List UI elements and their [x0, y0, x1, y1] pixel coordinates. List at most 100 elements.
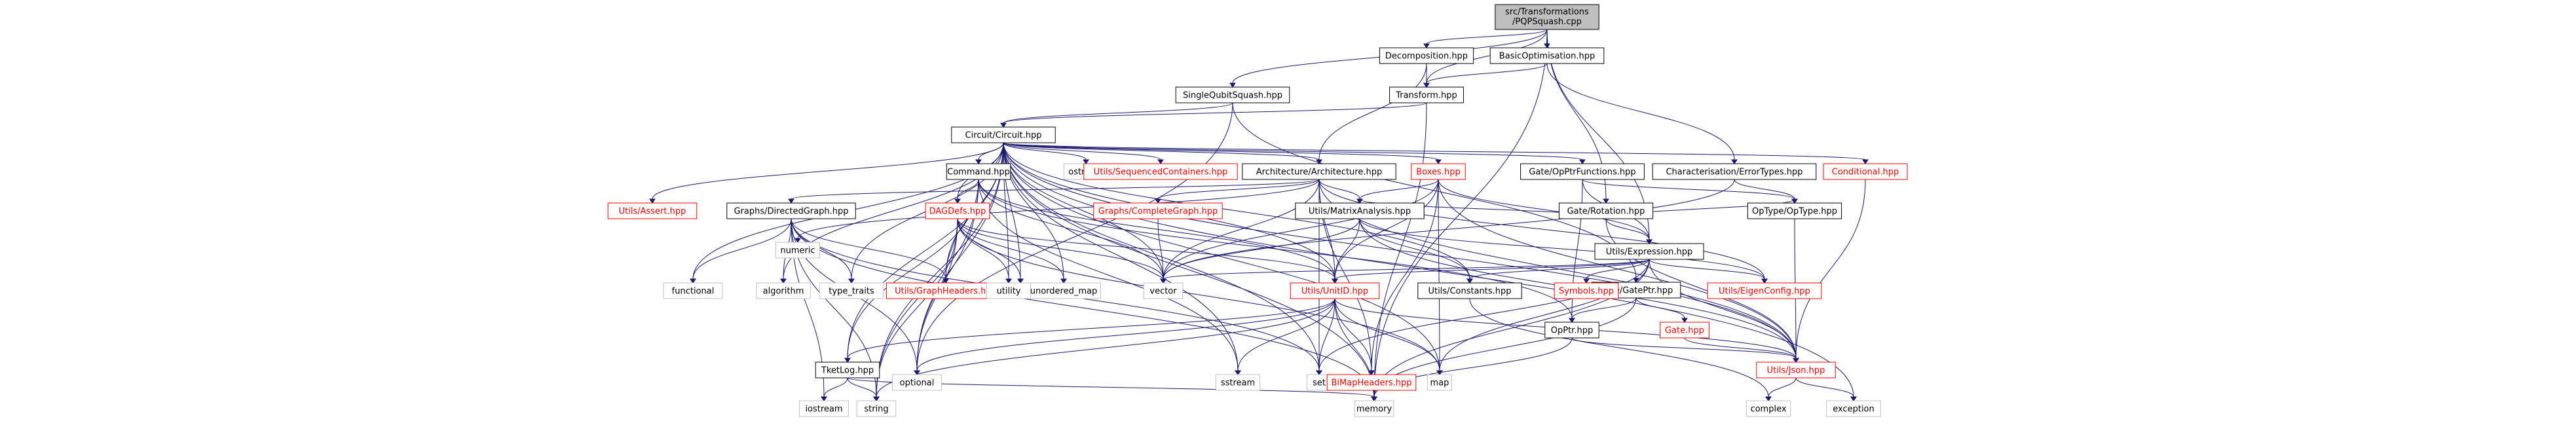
- node-label: SingleQubitSquash.hpp: [1183, 91, 1282, 101]
- dependency-edge: [1371, 102, 1427, 401]
- dependency-edge: [1635, 297, 1688, 323]
- node-label: Symbols.hpp: [1559, 287, 1614, 297]
- dependency-edge: [847, 377, 880, 401]
- dependency-edge: [1160, 179, 1320, 284]
- node-src-transformations-pqpsquash-cpp[interactable]: src/Transformations/PQPSquash.cpp: [1495, 4, 1599, 30]
- node-label: Utils/SequencedContainers.hpp: [1094, 168, 1228, 177]
- node-box: [1411, 163, 1466, 180]
- node-box: [986, 282, 1032, 299]
- dependency-edge: [1583, 259, 1650, 284]
- node-label: Transform.hpp: [1395, 91, 1457, 101]
- node-memory: memory: [1354, 400, 1394, 417]
- node-box: [1093, 202, 1223, 219]
- node-box: [1379, 47, 1474, 64]
- node-box: [819, 282, 884, 299]
- node-transform-hpp[interactable]: Transform.hpp: [1389, 86, 1464, 103]
- node-box: [726, 202, 856, 219]
- node-label: OpPtr.hpp: [1551, 326, 1593, 336]
- node-utils-eigenconfig-hpp[interactable]: Utils/EigenConfig.hpp: [1707, 282, 1822, 299]
- node-label: set: [1313, 379, 1326, 388]
- node-string: string: [856, 400, 897, 417]
- node-label: Conditional.hpp: [1832, 168, 1899, 177]
- dependency-edge: [1003, 142, 1164, 164]
- node-label: Gate/Rotation.hpp: [1567, 207, 1645, 217]
- node-sstream: sstream: [1215, 374, 1261, 391]
- node-utils-assert-hpp[interactable]: Utils/Assert.hpp: [607, 202, 698, 219]
- node-label: Utils/EigenConfig.hpp: [1719, 287, 1810, 297]
- dependency-edge: [1003, 142, 1442, 164]
- node-boxes-hpp[interactable]: Boxes.hpp: [1411, 163, 1466, 180]
- node-conditional-hpp[interactable]: Conditional.hpp: [1823, 163, 1908, 180]
- dependency-edge: [914, 102, 1233, 375]
- dependency-edge: [1649, 259, 1768, 284]
- node-box: [1295, 202, 1425, 219]
- dependency-edge: [847, 377, 1377, 401]
- dependency-edge: [1582, 179, 1798, 204]
- node-algorithm: algorithm: [756, 282, 811, 299]
- node-utils-sequencedcontainers-hpp[interactable]: Utils/SequencedContainers.hpp: [1083, 163, 1238, 180]
- node-utils-json-hpp[interactable]: Utils/Json.hpp: [1756, 361, 1836, 379]
- dependency-edge: [1316, 63, 1427, 164]
- node-gate-opptrfunctions-hpp[interactable]: Gate/OpPtrFunctions.hpp: [1520, 163, 1645, 180]
- node-box: [1756, 361, 1836, 379]
- node-box: [946, 163, 1011, 180]
- dependency-edge: [1469, 298, 1772, 401]
- node-box: [663, 282, 723, 299]
- dependency-edge: [1371, 337, 1573, 401]
- dependency-edge: [1316, 298, 1335, 375]
- node-characterisation-errortypes-hpp[interactable]: Characterisation/ErrorTypes.hpp: [1652, 163, 1817, 180]
- dependency-edge: [1318, 179, 1338, 284]
- node-label: Boxes.hpp: [1416, 168, 1460, 177]
- node-basicoptimisation-hpp[interactable]: BasicOptimisation.hpp: [1489, 47, 1605, 64]
- dependency-edge: [1734, 179, 1798, 204]
- node-graphs-completegraph-hpp[interactable]: Graphs/CompleteGraph.hpp: [1093, 202, 1223, 219]
- dependency-edge: [914, 298, 1335, 375]
- node-decomposition-hpp[interactable]: Decomposition.hpp: [1379, 47, 1474, 64]
- dependency-edge: [1332, 218, 1360, 284]
- node-utils-unitid-hpp[interactable]: Utils/UnitID.hpp: [1290, 282, 1380, 299]
- node-box: [1554, 282, 1619, 299]
- node-utils-expression-hpp[interactable]: Utils/Expression.hpp: [1594, 243, 1704, 260]
- node-command-hpp[interactable]: Command.hpp: [946, 163, 1011, 180]
- node-opptr-hpp[interactable]: OpPtr.hpp: [1544, 322, 1599, 339]
- node-label: vector: [1149, 287, 1177, 297]
- node-singlequbitsquash-hpp[interactable]: SingleQubitSquash.hpp: [1175, 86, 1290, 103]
- node-box: [1417, 282, 1522, 299]
- dependency-edge: [794, 179, 1320, 243]
- dependency-edge: [1160, 179, 1439, 284]
- node-box: [1660, 322, 1709, 339]
- node-box: [892, 374, 942, 391]
- node-bimapheaders-hpp[interactable]: BiMapHeaders.hpp: [1326, 374, 1417, 391]
- node-dagdefs-hpp[interactable]: DAGDefs.hpp: [925, 202, 990, 219]
- node-label: map: [1430, 379, 1449, 388]
- node-architecture-architecture-hpp[interactable]: Architecture/Architecture.hpp: [1242, 163, 1396, 180]
- dependency-edge: [1436, 259, 1650, 375]
- dependency-edge: [1003, 142, 1322, 164]
- node-utils-matrixanalysis-hpp[interactable]: Utils/MatrixAnalysis.hpp: [1295, 202, 1425, 219]
- node-label: numeric: [780, 246, 815, 256]
- node-label: Utils/MatrixAnalysis.hpp: [1309, 207, 1411, 217]
- node-symbols-hpp[interactable]: Symbols.hpp: [1554, 282, 1619, 299]
- dependency-edge: [957, 218, 1012, 284]
- node-label: Gate.hpp: [1665, 326, 1704, 336]
- node-optype-optype-hpp[interactable]: OpType/OpType.hpp: [1747, 202, 1842, 219]
- node-utils-constants-hpp[interactable]: Utils/Constants.hpp: [1417, 282, 1522, 299]
- node-gate-rotation-hpp[interactable]: Gate/Rotation.hpp: [1558, 202, 1654, 219]
- node-box: [1745, 400, 1791, 417]
- dependency-edge: [954, 179, 979, 204]
- dependency-edge: [1003, 142, 1586, 164]
- node-box: [1290, 282, 1380, 299]
- dependency-edge: [957, 218, 1067, 284]
- node-box: [1823, 163, 1908, 180]
- node-box: [1389, 86, 1464, 103]
- node-label: complex: [1750, 405, 1786, 415]
- node-gate-hpp[interactable]: Gate.hpp: [1660, 322, 1709, 339]
- node-label: Characterisation/ErrorTypes.hpp: [1666, 168, 1802, 177]
- node-utils-graphheaders-hpp[interactable]: Utils/GraphHeaders.hpp: [886, 282, 1006, 299]
- node-box: [799, 400, 849, 417]
- node-circuit-circuit-hpp[interactable]: Circuit/Circuit.hpp: [951, 126, 1056, 143]
- node-tketlog-hpp[interactable]: TketLog.hpp: [815, 361, 880, 379]
- node-box: [1544, 322, 1599, 339]
- node-graphs-directedgraph-hpp[interactable]: Graphs/DirectedGraph.hpp: [726, 202, 856, 219]
- node-label: Utils/Assert.hpp: [619, 207, 686, 217]
